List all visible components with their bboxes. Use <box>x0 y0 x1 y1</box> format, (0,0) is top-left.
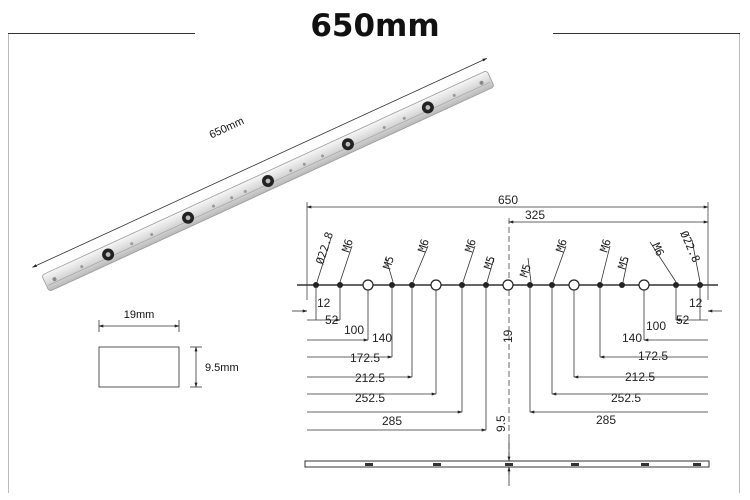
callout-right-1: M5 <box>517 262 533 279</box>
left-dim-2: 52 <box>325 313 339 327</box>
cross-section-width-label: 19mm <box>124 309 155 321</box>
bar-holes <box>313 279 703 291</box>
callout-left-4: M6 <box>415 237 431 254</box>
right-dim-3: 100 <box>646 319 666 333</box>
callout-right-2: M6 <box>553 237 569 254</box>
cross-section: 19mm 9.5mm <box>98 309 239 388</box>
right-dim-6: 212.5 <box>625 370 655 384</box>
callout-right-4: M5 <box>615 254 631 271</box>
right-dim-5: 172.5 <box>638 349 668 363</box>
title-rule-left <box>8 33 195 34</box>
left-dim-7: 252.5 <box>355 391 385 405</box>
left-dim-3: 100 <box>344 323 364 337</box>
callout-right-3: M6 <box>597 237 613 254</box>
miter-bar-photo: 650mm <box>32 57 494 291</box>
dim-half: 325 <box>525 208 545 222</box>
left-dim-6: 212.5 <box>355 371 385 385</box>
callout-left-1: Ø22.8 <box>313 230 336 266</box>
left-dim-4: 140 <box>372 331 392 345</box>
page-title: 650mm <box>310 8 440 44</box>
technical-drawing: 650 325 <box>292 193 722 486</box>
callout-left-3: M5 <box>380 254 396 271</box>
photo-length-label: 650mm <box>208 115 246 141</box>
dim-overall: 650 <box>498 193 518 207</box>
callout-left-5: M6 <box>462 237 478 254</box>
cross-section-height-label: 9.5mm <box>205 362 239 374</box>
title-rule-right <box>553 33 740 34</box>
callout-right-5: M6 <box>649 241 666 258</box>
right-dim-1: 12 <box>689 296 703 310</box>
right-dim-2: 52 <box>676 313 690 327</box>
center-height-label: 19 <box>501 329 515 343</box>
callout-left-2: M6 <box>339 237 355 254</box>
right-dimensions: 12 52 100 140 172.5 212.5 252.5 285 <box>529 285 722 427</box>
callout-left-6: M5 <box>481 254 497 271</box>
image-frame <box>8 33 740 493</box>
right-dim-7: 252.5 <box>611 391 641 405</box>
right-dim-8: 285 <box>596 413 616 427</box>
left-dim-8: 285 <box>382 414 402 428</box>
center-thickness-label: 9.5 <box>494 415 508 432</box>
right-dim-4: 140 <box>622 331 642 345</box>
callouts: Ø22.8 M6 M5 M6 M6 M5 M5 M6 M6 M5 M6 Ø22.… <box>313 229 702 279</box>
side-view <box>304 440 710 486</box>
callout-right-6: Ø22.8 <box>677 229 702 265</box>
left-dimensions: 12 52 100 140 172.5 212.5 252.5 285 <box>292 285 487 432</box>
left-dim-1: 12 <box>317 296 331 310</box>
left-dim-5: 172.5 <box>350 351 380 365</box>
